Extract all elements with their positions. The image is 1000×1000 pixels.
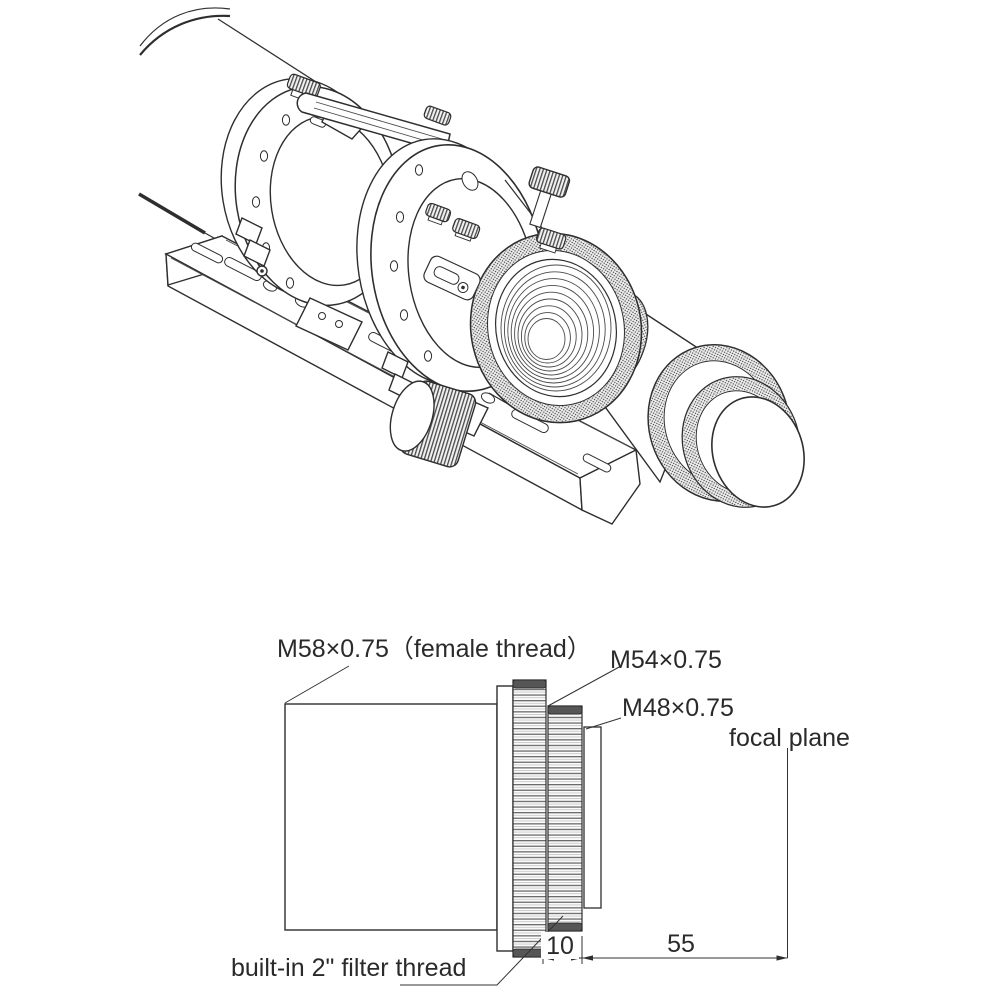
dim-55: 55 bbox=[667, 930, 695, 958]
dovetail-right-end bbox=[579, 448, 641, 525]
filter-thread-section bbox=[512, 679, 547, 958]
label-focal-plane: focal plane bbox=[729, 724, 850, 752]
m54-thread-section bbox=[547, 705, 583, 932]
dimension-lines bbox=[542, 936, 788, 964]
thread-dimension-diagram: M58×0.75（female thread） M54×0.75 M48×0.7… bbox=[231, 635, 850, 986]
extension-end-cap bbox=[711, 396, 805, 508]
focuser-thumbscrew-tall bbox=[528, 166, 571, 229]
label-filter-thread: built-in 2" filter thread bbox=[231, 954, 466, 982]
dim-10: 10 bbox=[546, 932, 574, 960]
front-ring-holes bbox=[389, 164, 479, 362]
rear-tube-ring bbox=[220, 73, 402, 351]
focus-knob bbox=[389, 380, 477, 468]
focuser-thread-spiral bbox=[500, 264, 612, 392]
label-m48: M48×0.75 bbox=[622, 694, 734, 722]
rear-ring-foot bbox=[295, 297, 363, 351]
focuser-thumbscrew-small bbox=[535, 227, 567, 254]
adapter-flange bbox=[496, 685, 514, 952]
m48-thread-ring bbox=[583, 726, 602, 909]
front-ring-thumbscrew-left bbox=[425, 202, 452, 226]
adapter-body bbox=[284, 703, 498, 931]
label-m58-female-thread: M58×0.75（female thread） bbox=[277, 635, 592, 663]
handle-thumbscrew bbox=[423, 105, 452, 126]
focuser-clamp-detail bbox=[423, 255, 481, 301]
front-ring-thumbscrew-right bbox=[452, 218, 481, 242]
label-m54: M54×0.75 bbox=[610, 646, 722, 674]
dim-text-backing bbox=[541, 932, 579, 959]
rear-ring-hinge bbox=[235, 217, 271, 277]
telescope-isometric-drawing bbox=[138, 7, 805, 525]
focuser bbox=[423, 166, 643, 424]
